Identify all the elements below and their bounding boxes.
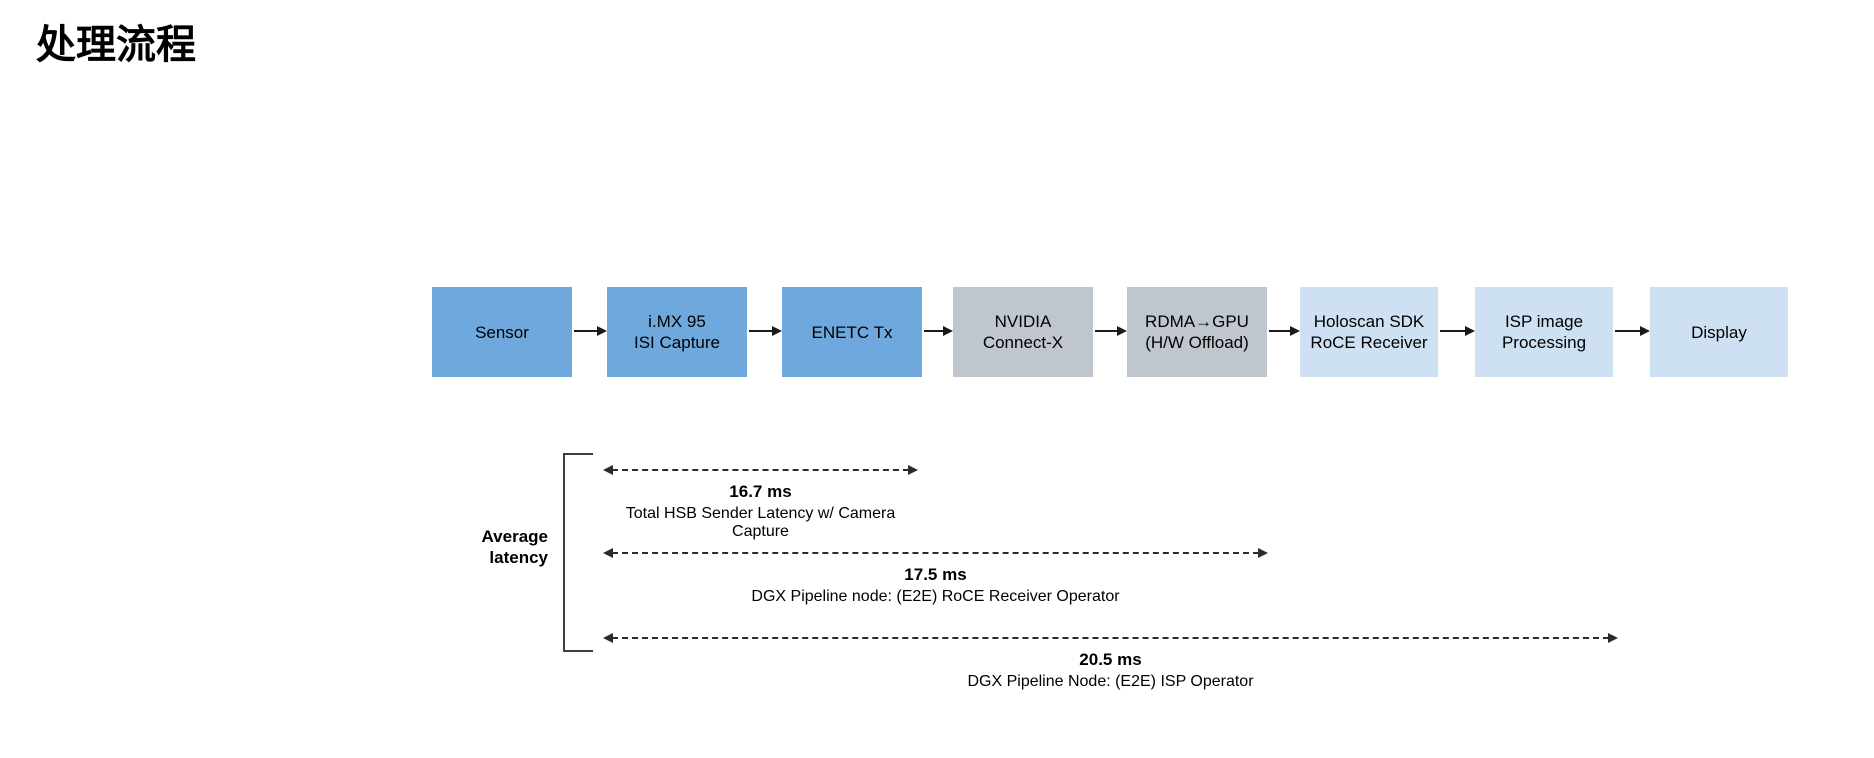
flow-step-label: RoCE Receiver (1310, 333, 1428, 352)
flow-arrowhead-icon (1290, 326, 1300, 336)
flow-arrowhead-icon (943, 326, 953, 336)
latency-description: DGX Pipeline Node: (E2E) ISP Operator (967, 673, 1254, 690)
flow-step-enetc-tx: ENETC Tx (782, 287, 922, 377)
flow-arrow (1615, 330, 1641, 332)
latency-value: 20.5 ms (1079, 650, 1142, 669)
flow-arrow (749, 330, 773, 332)
flow-arrow (574, 330, 598, 332)
latency-arrowhead-left-icon (603, 548, 613, 558)
average-latency-label: Average latency (481, 527, 548, 567)
flow-arrowhead-icon (1640, 326, 1650, 336)
flow-arrowhead-icon (597, 326, 607, 336)
flow-step-holoscan-roce-rx: Holoscan SDK RoCE Receiver (1300, 287, 1438, 377)
latency-arrow (612, 637, 1609, 639)
latency-bracket-bottom-tick (563, 650, 593, 652)
flow-arrow (1095, 330, 1118, 332)
latency-arrow (612, 552, 1259, 554)
flow-step-label: i.MX 95 (648, 312, 706, 331)
flow-step-label: NVIDIA (994, 312, 1052, 331)
latency-bracket-vertical (563, 453, 565, 652)
latency-description: DGX Pipeline node: (E2E) RoCE Receiver O… (751, 588, 1120, 605)
latency-arrowhead-left-icon (603, 465, 613, 475)
flow-step-label: Processing (1501, 333, 1587, 352)
flow-step-label: Sensor (475, 322, 529, 342)
flow-step-sensor: Sensor (432, 287, 572, 377)
flow-step-label: ISP image (1504, 312, 1584, 331)
flow-step-label: (H/W Offload) (1145, 333, 1249, 352)
latency-arrowhead-right-icon (1608, 633, 1618, 643)
flow-step-label: Holoscan SDK (1313, 312, 1425, 331)
flow-step-imx95-isi-capture: i.MX 95 ISI Capture (607, 287, 747, 377)
latency-arrowhead-right-icon (1258, 548, 1268, 558)
latency-arrowhead-right-icon (908, 465, 918, 475)
latency-arrow (612, 469, 909, 471)
latency-value: 16.7 ms (729, 482, 792, 501)
flow-step-display: Display (1650, 287, 1788, 377)
flow-step-label: RDMA→GPU (1145, 312, 1249, 331)
latency-bracket-top-tick (563, 453, 593, 455)
flow-step-rdma-gpu-offload: RDMA→GPU (H/W Offload) (1127, 287, 1267, 377)
flow-step-label: ENETC Tx (811, 322, 893, 342)
flow-arrowhead-icon (772, 326, 782, 336)
flow-step-nvidia-connect-x: NVIDIA Connect-X (953, 287, 1093, 377)
flow-step-label: Display (1691, 322, 1747, 342)
latency-value: 17.5 ms (904, 565, 967, 584)
latency-description: Total HSB Sender Latency w/ Camera Captu… (625, 505, 896, 540)
flow-arrowhead-icon (1465, 326, 1475, 336)
flow-arrowhead-icon (1117, 326, 1127, 336)
latency-arrowhead-left-icon (603, 633, 613, 643)
page-title: 处理流程 (36, 23, 196, 67)
flow-arrow (1440, 330, 1466, 332)
flow-step-label: Connect-X (982, 333, 1064, 352)
flow-arrow (1269, 330, 1291, 332)
flow-step-label: ISI Capture (634, 333, 720, 352)
flow-arrow (924, 330, 944, 332)
